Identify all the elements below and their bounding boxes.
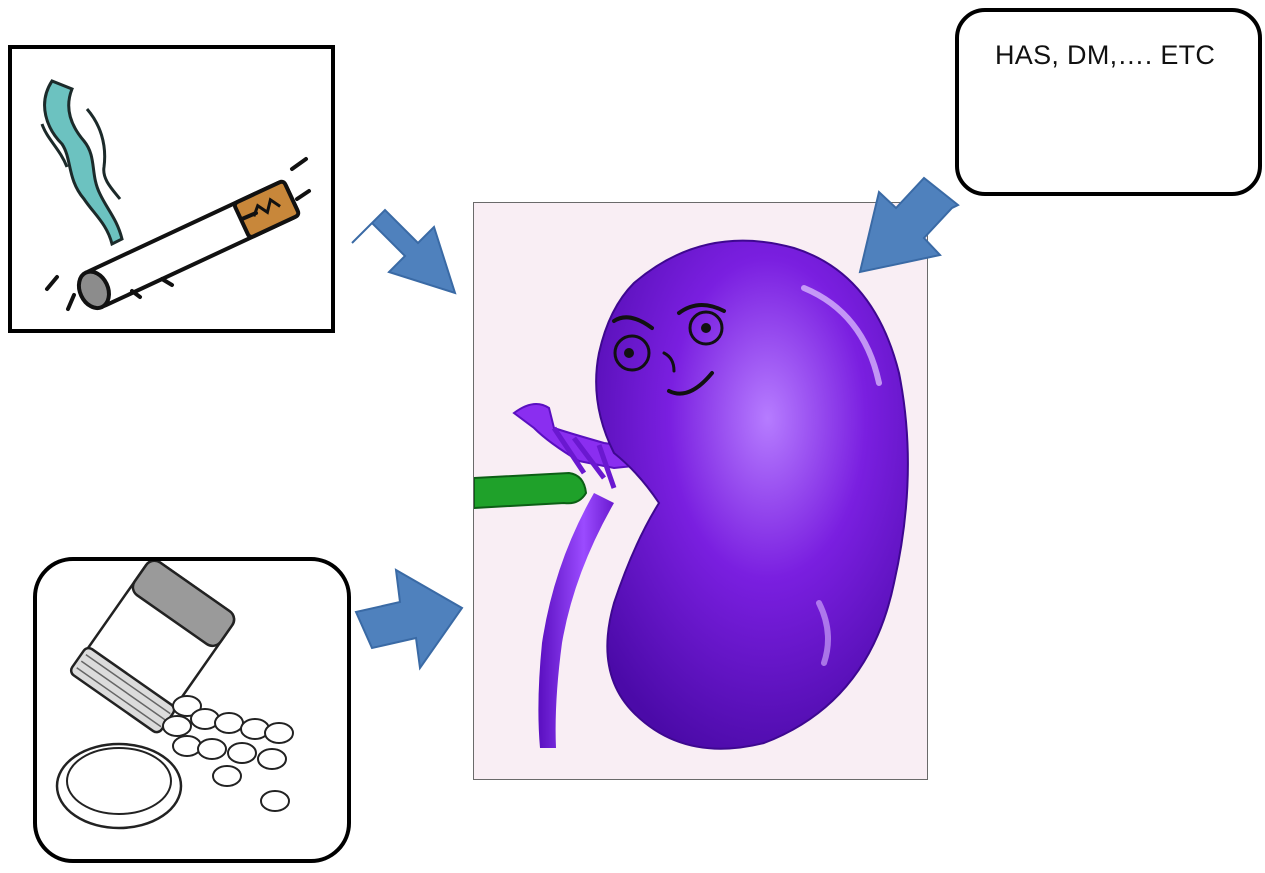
arrow-icon: [352, 210, 455, 293]
arrow-icon: [356, 570, 462, 668]
arrow-icon: [860, 178, 958, 272]
